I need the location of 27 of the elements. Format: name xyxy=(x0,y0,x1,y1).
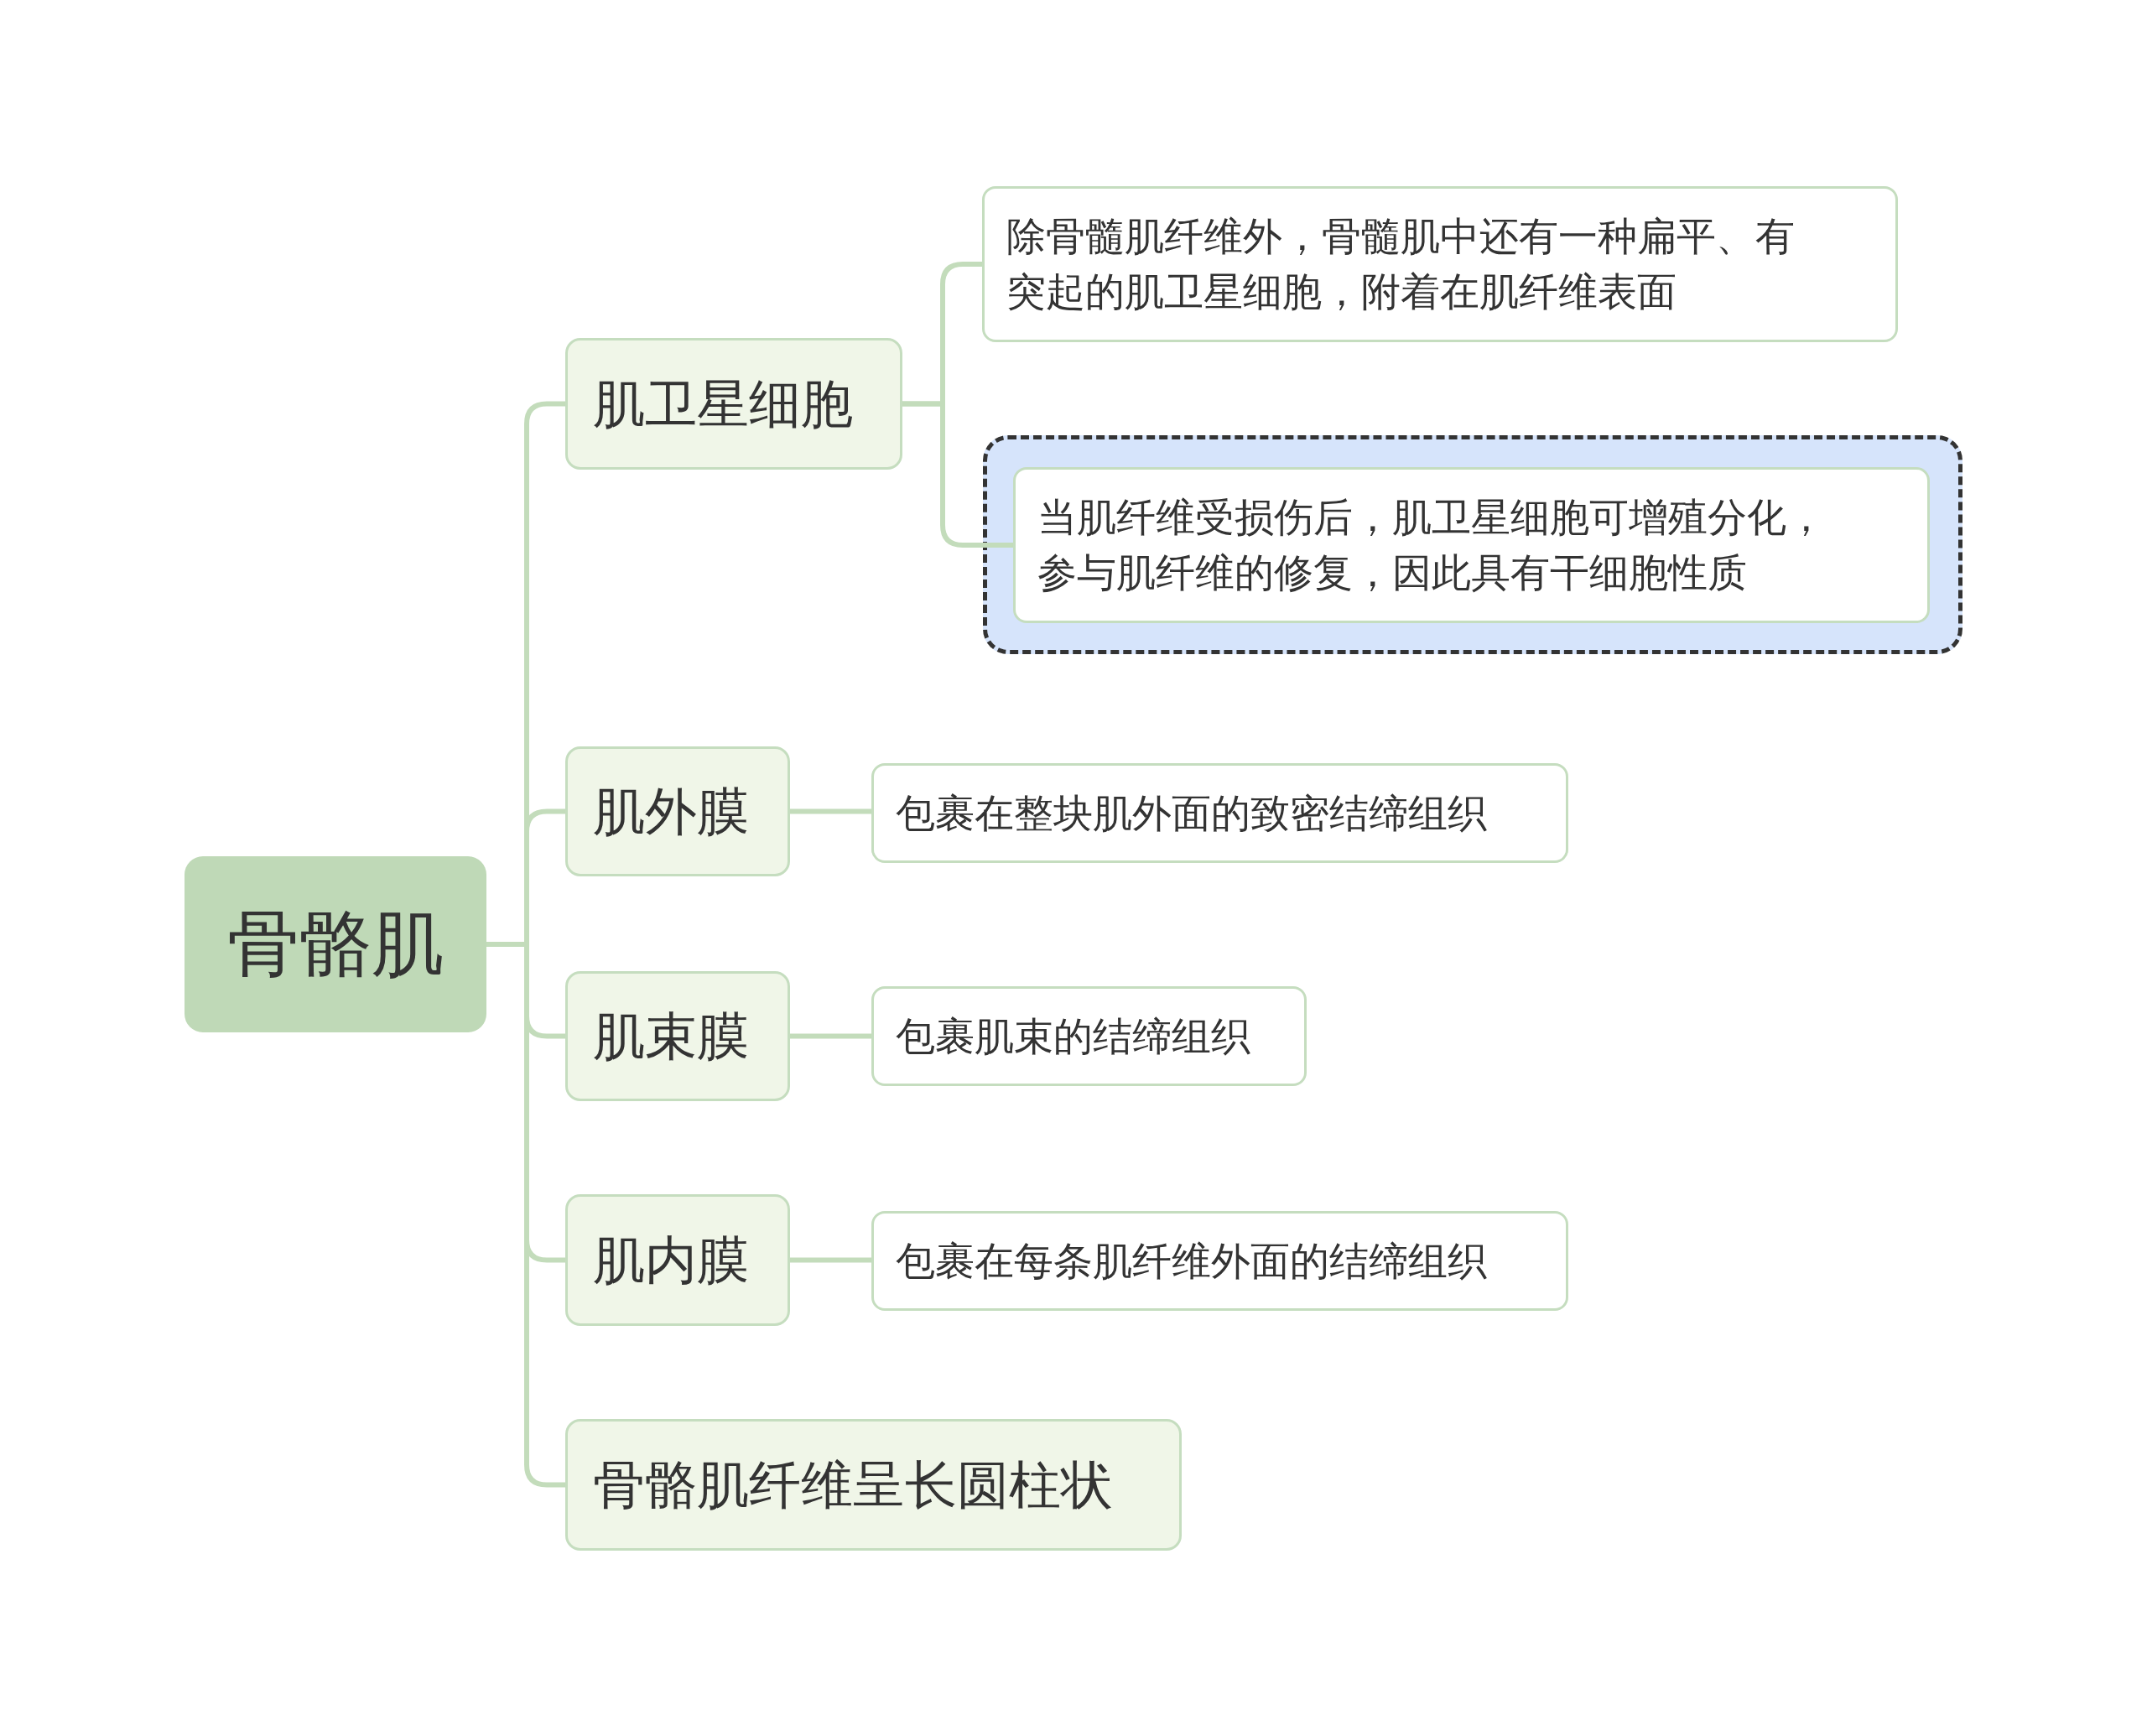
topic-text: 包裹肌束的结缔组织 xyxy=(896,1011,1250,1061)
topic-text: 肌束膜 xyxy=(593,1004,749,1068)
topic-box xyxy=(565,746,790,876)
topic-text: 除骨髓肌纤维外，骨髓肌中还有一种扁平、有突起的肌卫星细胞，附着在肌纤维表面 xyxy=(1006,212,1796,316)
topic-text: 包裹在整块肌外面的致密结缔组织 xyxy=(896,788,1487,838)
topic-text: 骨骼肌纤维呈长圆柱状 xyxy=(593,1453,1113,1517)
subtopic-box xyxy=(1013,467,1930,623)
connector-line xyxy=(790,808,871,814)
topic-box xyxy=(565,1419,1182,1551)
topic-text: 包裹在每条肌纤维外面的结缔组织 xyxy=(896,1236,1487,1286)
topic-text: 肌卫星细胞 xyxy=(593,372,853,436)
topic-box xyxy=(565,1194,790,1326)
highlight-frame xyxy=(983,435,1962,654)
subtopic-box xyxy=(871,986,1307,1086)
subtopic-box xyxy=(871,763,1568,863)
topic-box xyxy=(565,971,790,1101)
topic-text: 肌外膜 xyxy=(593,779,749,844)
topic-box xyxy=(565,338,902,470)
subtopic-box xyxy=(871,1211,1568,1311)
connector-line xyxy=(790,1257,871,1263)
connector-line xyxy=(902,401,1013,548)
topic-text: 当肌纤维受损伤后，肌卫星细胞可增殖分化，参与肌纤维的修复，因此具有干细胞性质 xyxy=(1037,493,1827,597)
topic-text: 骨骼肌 xyxy=(227,900,444,987)
topic-text: 肌内膜 xyxy=(593,1228,749,1292)
connector-line xyxy=(790,1033,871,1039)
subtopic-box xyxy=(982,186,1898,342)
root-topic-box xyxy=(185,856,486,1032)
